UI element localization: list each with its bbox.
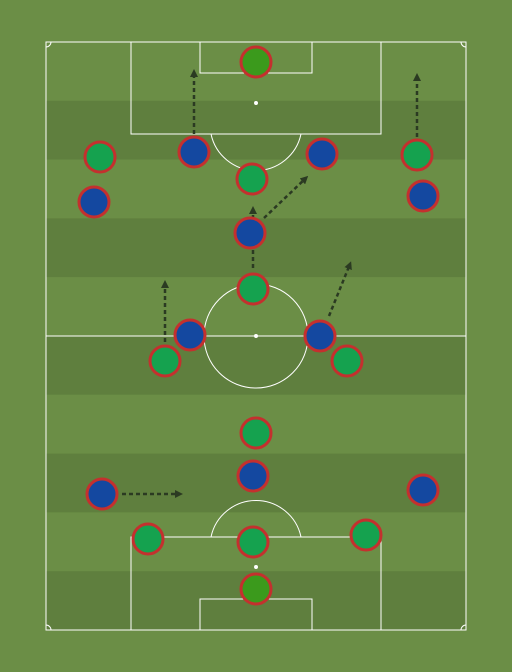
player-green[interactable] — [239, 416, 273, 450]
player-blue[interactable] — [305, 137, 339, 171]
bottom-penalty-spot — [254, 565, 258, 569]
pitch-stripe — [46, 336, 466, 395]
centre-spot — [254, 334, 258, 338]
player-blue[interactable] — [236, 459, 270, 493]
player-blue[interactable] — [233, 216, 267, 250]
player-green[interactable] — [131, 522, 165, 556]
player-green[interactable] — [236, 272, 270, 306]
player-green[interactable] — [83, 140, 117, 174]
player-blue[interactable] — [85, 477, 119, 511]
player-blue[interactable] — [406, 473, 440, 507]
movement-arrow — [327, 261, 352, 317]
corner-arc-bottom-right — [460, 624, 467, 631]
goalkeeper-top[interactable] — [239, 45, 273, 79]
player-blue[interactable] — [77, 185, 111, 219]
top-penalty-spot — [254, 101, 258, 105]
corner-arc-top-right — [460, 41, 467, 48]
player-blue[interactable] — [173, 318, 207, 352]
player-green[interactable] — [349, 518, 383, 552]
player-blue[interactable] — [406, 179, 440, 213]
players — [77, 45, 440, 606]
bottom-penalty-arc — [210, 500, 302, 538]
player-green[interactable] — [235, 162, 269, 196]
goalkeeper-bottom[interactable] — [239, 572, 273, 606]
corner-arc-bottom-left — [45, 624, 52, 631]
player-green[interactable] — [330, 344, 364, 378]
player-green[interactable] — [148, 344, 182, 378]
pitch-stripe — [46, 100, 466, 160]
player-green[interactable] — [236, 525, 270, 559]
player-green[interactable] — [400, 138, 434, 172]
player-blue[interactable] — [177, 135, 211, 169]
movement-arrow — [263, 175, 309, 219]
corner-arc-top-left — [45, 41, 52, 48]
player-blue[interactable] — [303, 319, 337, 353]
